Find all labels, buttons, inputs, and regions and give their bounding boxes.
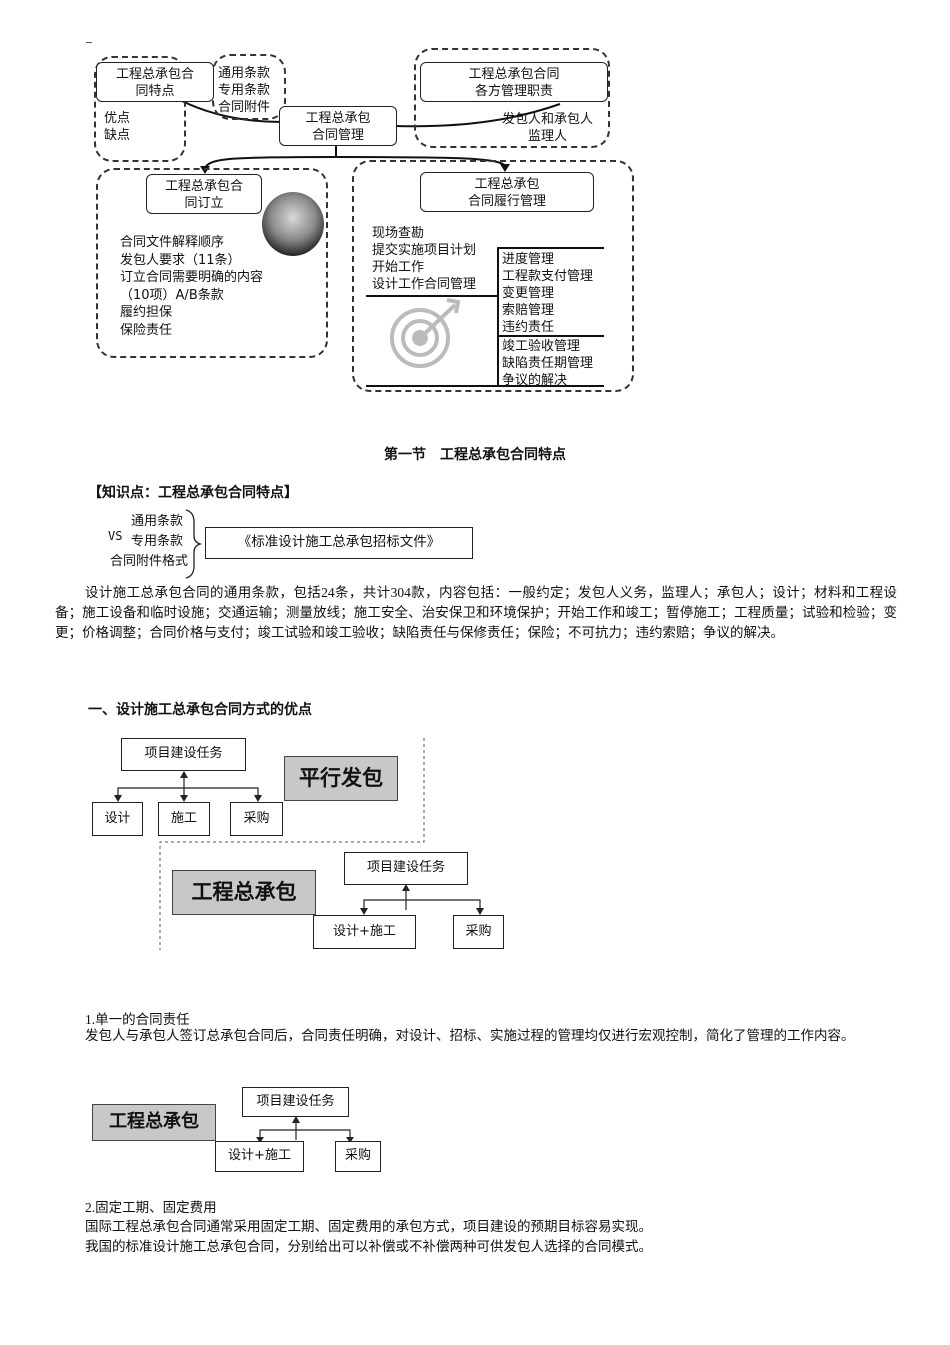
general-terms-paragraph: 设计施工总承包合同的通用条款，包括24条，共计304款，内容包括：一般约定；发包… bbox=[55, 583, 897, 643]
performance-group2-list: 竣工验收管理 缺陷责任期管理 争议的解决 bbox=[502, 338, 593, 389]
parallel-procurement-box: 采购 bbox=[230, 802, 283, 836]
parallel-contracting-label: 平行发包 bbox=[284, 756, 398, 801]
pros-cons-list: 优点缺点 bbox=[104, 110, 130, 144]
formation-items-list: 合同文件解释顺序 发包人要求（11条） 订立合同需要明确的内容 （10项）A/B… bbox=[120, 234, 263, 339]
avatar bbox=[262, 192, 324, 256]
epc-task-box: 项目建设任务 bbox=[344, 852, 468, 885]
dash-mark bbox=[86, 42, 92, 43]
performance-group1-list: 进度管理 工程款支付管理 变更管理 索赔管理 违约责任 bbox=[502, 251, 593, 336]
contract-features-box: 工程总承包合同特点 bbox=[96, 62, 214, 102]
parallel-task-box: 项目建设任务 bbox=[121, 738, 246, 771]
procurement-box-2: 采购 bbox=[335, 1141, 381, 1172]
point1-title: 1.单一的合同责任 bbox=[85, 1008, 190, 1028]
epc-procurement-box: 采购 bbox=[453, 915, 504, 949]
parallel-construction-box: 施工 bbox=[158, 802, 210, 836]
epc-label-2: 工程总承包 bbox=[92, 1104, 216, 1141]
section-title: 第一节 工程总承包合同特点 bbox=[0, 444, 950, 464]
point2-title: 2.固定工期、固定费用 bbox=[85, 1196, 217, 1216]
performance-items-list: 现场查勘 提交实施项目计划 开始工作 设计工作合同管理 bbox=[372, 225, 476, 293]
advantages-heading: 一、设计施工总承包合同方式的优点 bbox=[88, 699, 312, 719]
design-construction-box-2: 设计+施工 bbox=[215, 1141, 304, 1172]
terms-list: 通用条款专用条款合同附件 bbox=[218, 65, 270, 116]
party-duties-box: 工程总承包合同各方管理职责 bbox=[420, 62, 608, 102]
standard-document-box: 《标准设计施工总承包招标文件》 bbox=[205, 527, 473, 559]
epc-label: 工程总承包 bbox=[172, 870, 316, 915]
point2-line2: 我国的标准设计施工总承包合同，分别给出可以补偿或不补偿两种可供发包人选择的合同模… bbox=[85, 1235, 652, 1255]
parallel-design-box: 设计 bbox=[92, 802, 143, 836]
point1-text: 发包人与承包人签订总承包合同后，合同责任明确，对设计、招标、实施过程的管理均仅进… bbox=[55, 1026, 897, 1046]
contract-formation-box: 工程总承包合同订立 bbox=[146, 174, 262, 214]
vs-label: VS bbox=[108, 528, 122, 545]
contract-management-center-box: 工程总承包合同管理 bbox=[279, 106, 397, 146]
epc-design-construction-box: 设计+施工 bbox=[313, 915, 416, 949]
contract-performance-box: 工程总承包合同履行管理 bbox=[420, 172, 594, 212]
point2-line1: 国际工程总承包合同通常采用固定工期、固定费用的承包方式，项目建设的预期目标容易实… bbox=[85, 1215, 652, 1235]
knowledge-point-heading: 【知识点：工程总承包合同特点】 bbox=[88, 482, 298, 502]
parties-list: 发包人和承包人监理人 bbox=[502, 111, 593, 145]
task-box-2: 项目建设任务 bbox=[242, 1087, 349, 1117]
